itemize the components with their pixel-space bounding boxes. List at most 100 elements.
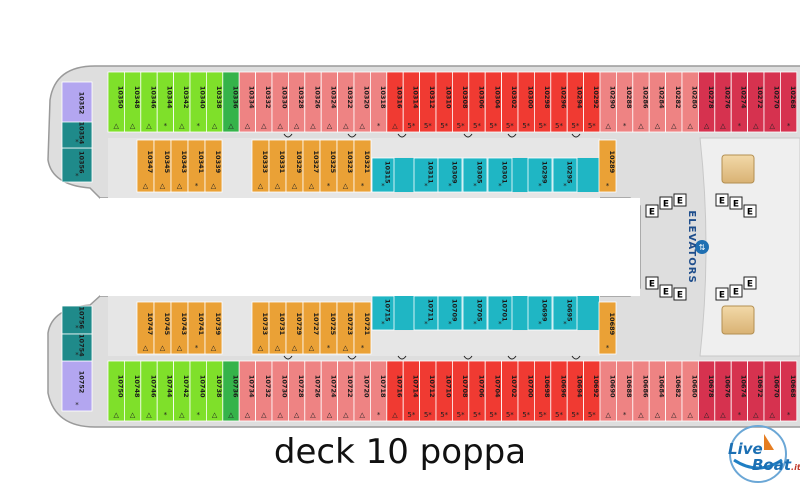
cabin-10344[interactable]: 10344*: [156, 71, 174, 133]
cabin-10356[interactable]: 10356*: [61, 147, 93, 183]
cabin-10325[interactable]: 10325*: [319, 139, 338, 193]
cabin-10728[interactable]: 10728△: [287, 360, 306, 422]
cabin-10305[interactable]: 10305*: [462, 157, 488, 193]
cabin-10689[interactable]: 10689*: [598, 301, 617, 355]
cabin-10733[interactable]: 10733△: [251, 301, 270, 355]
cabin-10332[interactable]: 10332△: [255, 71, 273, 133]
cabin-10680[interactable]: 10680△: [681, 360, 699, 422]
cabin-10722[interactable]: 10722△: [337, 360, 355, 422]
cabin-10744[interactable]: 10744*: [156, 360, 174, 422]
cabin-10309[interactable]: 10309*: [437, 157, 463, 193]
cabin-10321[interactable]: 10321*: [353, 139, 372, 193]
cabin-10668[interactable]: 10668*: [780, 360, 798, 422]
cabin-10326[interactable]: 10326△: [304, 71, 322, 133]
cabin-10747[interactable]: 10747△: [136, 301, 155, 355]
cabin-10718[interactable]: 10718*: [369, 360, 388, 422]
cabin-10295[interactable]: 10295*: [552, 157, 578, 193]
cabin-10752[interactable]: 10752*: [61, 360, 93, 412]
cabin-10674[interactable]: 10674*: [730, 360, 749, 422]
cabin-10339[interactable]: 10339△: [204, 139, 223, 193]
cabin-10311[interactable]: 10311*: [413, 157, 439, 193]
cabin-10743[interactable]: 10743△: [170, 301, 189, 355]
cabin-10334[interactable]: 10334△: [238, 71, 256, 133]
cabin-10732[interactable]: 10732△: [255, 360, 273, 422]
cabin-10727[interactable]: 10727△: [302, 301, 321, 355]
cabin-10346[interactable]: 10346△: [140, 71, 158, 133]
cabin-10301[interactable]: 10301*: [487, 157, 513, 193]
cabin-10299[interactable]: 10299*: [527, 157, 553, 193]
cabin-10746[interactable]: 10746△: [140, 360, 158, 422]
cabin-10739[interactable]: 10739△: [204, 301, 223, 355]
cabin-10282[interactable]: 10282△: [665, 71, 683, 133]
cabin-10290[interactable]: 10290△: [599, 71, 617, 133]
cabin-10327[interactable]: 10327△: [302, 139, 321, 193]
cabin-10725[interactable]: 10725*: [319, 301, 338, 355]
cabin-10330[interactable]: 10330△: [271, 71, 289, 133]
cabin-10721[interactable]: 10721*: [353, 301, 372, 355]
cabin-10716[interactable]: 10716△: [386, 360, 404, 422]
cabin-10288[interactable]: 10288*: [616, 71, 634, 133]
cabin-10750[interactable]: 10750△: [107, 360, 125, 422]
cabin-10278[interactable]: 10278△: [698, 71, 716, 133]
cabin-10701[interactable]: 10701*: [487, 295, 513, 331]
cabin-10748[interactable]: 10748△: [124, 360, 142, 422]
cabin-10315[interactable]: 10315*: [371, 157, 395, 193]
cabin-10724[interactable]: 10724△: [320, 360, 339, 422]
cabin-10343[interactable]: 10343△: [170, 139, 189, 193]
cabin-10354[interactable]: 10354*: [61, 121, 93, 149]
cabin-10726[interactable]: 10726△: [304, 360, 322, 422]
cabin-10333[interactable]: 10333△: [251, 139, 270, 193]
cabin-10331[interactable]: 10331△: [268, 139, 287, 193]
cabin-10754[interactable]: 10754*: [61, 333, 93, 362]
cabin-10756[interactable]: 10756*: [61, 305, 93, 335]
cabin-10690[interactable]: 10690△: [599, 360, 617, 422]
cabin-10342[interactable]: 10342△: [173, 71, 191, 133]
cabin-10695[interactable]: 10695*: [552, 295, 578, 331]
cabin-10328[interactable]: 10328△: [287, 71, 306, 133]
cabin-10740[interactable]: 10740*: [189, 360, 207, 422]
cabin-10274[interactable]: 10274*: [730, 71, 749, 133]
cabin-10734[interactable]: 10734△: [238, 360, 256, 422]
cabin-10348[interactable]: 10348△: [124, 71, 142, 133]
cabin-10699[interactable]: 10699*: [527, 295, 553, 331]
cabin-10322[interactable]: 10322△: [337, 71, 355, 133]
cabin-10289[interactable]: 10289*: [598, 139, 617, 193]
cabin-10340[interactable]: 10340*: [189, 71, 207, 133]
cabin-10329[interactable]: 10329△: [285, 139, 304, 193]
cabin-10688[interactable]: 10688*: [616, 360, 634, 422]
cabin-10672[interactable]: 10672△: [747, 360, 765, 422]
cabin-10731[interactable]: 10731△: [268, 301, 287, 355]
cabin-10324[interactable]: 10324△: [320, 71, 339, 133]
cabin-10745[interactable]: 10745△: [153, 301, 172, 355]
cabin-10316[interactable]: 10316△: [386, 71, 404, 133]
cabin-10738[interactable]: 10738△: [205, 360, 224, 422]
cabin-10684[interactable]: 10684△: [648, 360, 667, 422]
cabin-10276[interactable]: 10276△: [714, 71, 732, 133]
cabin-10284[interactable]: 10284△: [648, 71, 667, 133]
cabin-10720[interactable]: 10720△: [353, 360, 371, 422]
cabin-10678[interactable]: 10678△: [698, 360, 716, 422]
cabin-10715[interactable]: 10715*: [371, 295, 395, 331]
cabin-10280[interactable]: 10280△: [681, 71, 699, 133]
cabin-10741[interactable]: 10741*: [187, 301, 206, 355]
cabin-10338[interactable]: 10338△: [205, 71, 224, 133]
cabin-10318[interactable]: 10318*: [369, 71, 388, 133]
cabin-10320[interactable]: 10320△: [353, 71, 371, 133]
cabin-10723[interactable]: 10723△: [336, 301, 355, 355]
cabin-10345[interactable]: 10345△: [153, 139, 172, 193]
cabin-10670[interactable]: 10670△: [763, 360, 781, 422]
